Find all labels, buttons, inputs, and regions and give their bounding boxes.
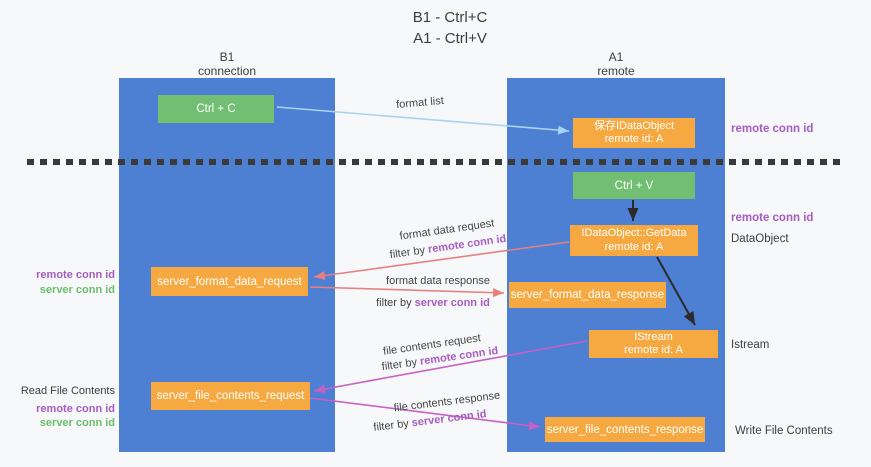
- node-server-format-data-request: server_format_data_request: [151, 267, 308, 296]
- label-write-file-contents: Write File Contents: [735, 425, 833, 437]
- node-save-idataobject-line1: 保存IDataObject: [593, 119, 675, 132]
- label-remote-conn-id-left-1: remote conn id: [36, 269, 115, 281]
- node-format-request-label: server_format_data_request: [157, 275, 302, 288]
- label-filter-server-1: filter by server conn id: [368, 297, 498, 309]
- node-file-request-label: server_file_contents_request: [156, 390, 305, 402]
- node-save-idataobject-line2: remote id: A: [604, 133, 664, 145]
- node-getdata-line1: IDataObject::GetData: [581, 227, 687, 239]
- node-idataobject-getdata: IDataObject::GetData remote id: A: [570, 225, 698, 256]
- label-server-conn-id-left-1: server conn id: [39, 284, 115, 296]
- diagram-title: B1 - Ctrl+C A1 - Ctrl+V: [300, 7, 600, 49]
- label-read-file-contents: Read File Contents: [20, 385, 115, 397]
- label-remote-conn-id-right-2: remote conn id: [731, 212, 814, 224]
- title-line-1: B1 - Ctrl+C: [412, 9, 488, 26]
- server-conn-id-text: server conn id: [414, 297, 490, 309]
- column-b1-name: B1: [219, 50, 235, 64]
- filter-by-text: filter by: [381, 356, 418, 374]
- column-a1-name: A1: [608, 50, 624, 64]
- node-save-idataobject: 保存IDataObject remote id: A: [573, 118, 695, 148]
- arrow-format-data-response: [309, 286, 505, 298]
- node-server-file-contents-response: server_file_contents_response: [545, 417, 705, 442]
- filter-by-text: filter by: [372, 417, 410, 434]
- label-dataobject: DataObject: [731, 233, 789, 245]
- label-server-conn-id-left-2: server conn id: [39, 417, 115, 429]
- label-remote-conn-id-left-2: remote conn id: [36, 403, 115, 415]
- title-line-2: A1 - Ctrl+V: [413, 30, 487, 47]
- column-header-b1: B1 connection: [119, 50, 335, 78]
- node-file-response-label: server_file_contents_response: [546, 423, 704, 436]
- node-server-format-data-response: server_format_data_response: [509, 282, 666, 308]
- filter-by-text: filter by: [389, 244, 426, 262]
- label-format-list: format list: [395, 94, 445, 112]
- label-format-data-response: format data response: [386, 275, 490, 287]
- node-ctrl-c: Ctrl + C: [158, 95, 274, 123]
- node-ctrl-v-label: Ctrl + V: [614, 179, 654, 192]
- node-ctrl-c-label: Ctrl + C: [196, 103, 236, 115]
- node-istream: IStream remote id: A: [589, 330, 718, 358]
- node-server-file-contents-request: server_file_contents_request: [151, 382, 310, 410]
- server-conn-id-text: server conn id: [411, 408, 488, 430]
- label-remote-conn-id-right-1: remote conn id: [731, 123, 814, 135]
- node-istream-line2: remote id: A: [624, 344, 683, 356]
- column-b1-subtitle: connection: [197, 64, 257, 78]
- node-getdata-line2: remote id: A: [604, 240, 664, 253]
- column-a1-subtitle: remote: [597, 64, 635, 78]
- node-ctrl-v: Ctrl + V: [573, 172, 695, 199]
- label-istream: Istream: [731, 339, 770, 351]
- filter-by-text: filter by: [376, 297, 412, 309]
- column-header-a1: A1 remote: [507, 50, 725, 78]
- node-istream-line1: IStream: [634, 330, 673, 343]
- node-format-response-label: server_format_data_response: [510, 289, 665, 301]
